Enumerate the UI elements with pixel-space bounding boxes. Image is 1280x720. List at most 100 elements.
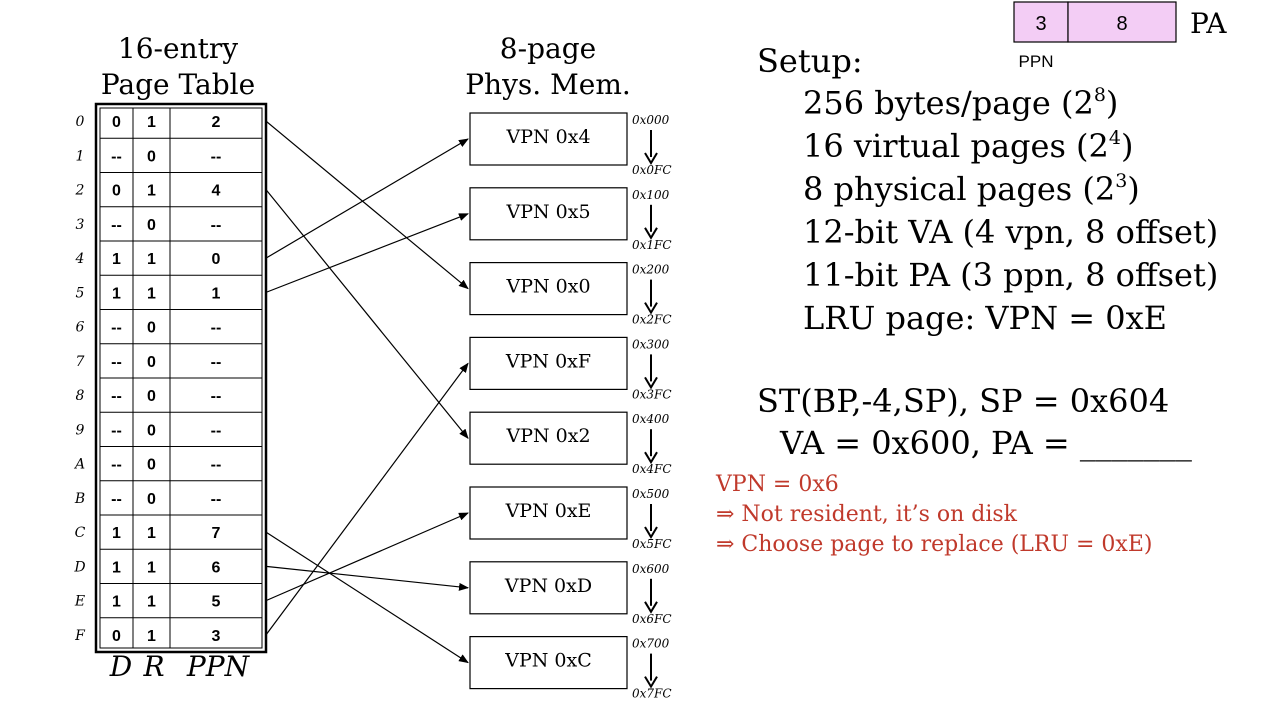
page-table-dirty-bit: 0 [112, 628, 121, 645]
page-table-row-index: 5 [76, 285, 85, 301]
page-table-ppn: -- [211, 491, 222, 508]
note-line: ⇒ Not resident, it’s on disk [716, 502, 1018, 527]
physical-page-end-address: 0x1FC [632, 238, 672, 252]
page-table-dirty-bit: 1 [112, 251, 121, 268]
page-table-dirty-bit: -- [111, 148, 122, 165]
page-table-resident-bit: 0 [147, 491, 156, 508]
page-table-resident-bit: 0 [147, 320, 156, 337]
physical-page-end-address: 0x6FC [632, 612, 672, 626]
page-table-dirty-bit: -- [111, 422, 122, 439]
mapping-arrow [265, 213, 469, 293]
physical-page-box [469, 262, 628, 316]
pa-offset-value: 8 [1116, 13, 1127, 35]
page-table-dirty-bit: -- [111, 457, 122, 474]
page-table-dirty-bit: -- [111, 320, 122, 337]
page-table-ppn: -- [211, 217, 222, 234]
column-d-label: D [109, 650, 132, 683]
notes: VPN = 0x6⇒ Not resident, it’s on disk⇒ C… [715, 472, 1152, 557]
address-range-arrowhead [644, 376, 658, 390]
question-addresses: VA = 0x600, PA = _______ [779, 424, 1192, 462]
physical-page-start-address: 0x700 [632, 637, 670, 651]
physical-page-label: VPN 0x5 [505, 201, 590, 223]
page-table-resident-bit: 0 [147, 457, 156, 474]
page-table-row-index: 2 [75, 183, 85, 199]
question-va-pa: VA = 0x600, PA = [779, 424, 1080, 462]
page-table-resident-bit: 1 [147, 594, 156, 611]
physical-page-start-address: 0x200 [632, 263, 670, 277]
page-table-resident-bit: 0 [147, 388, 156, 405]
page-table-ppn: -- [211, 457, 222, 474]
page-table-dirty-bit: -- [111, 491, 122, 508]
physical-page-end-address: 0x7FC [632, 687, 672, 701]
physical-page-label: VPN 0xC [504, 650, 592, 672]
physical-page-start-address: 0x400 [632, 412, 670, 426]
physical-page-label: VPN 0x2 [505, 425, 590, 447]
page-table-ppn: 5 [212, 594, 221, 611]
physical-page-end-address: 0x5FC [632, 537, 672, 551]
address-range-arrowhead [644, 601, 658, 614]
page-table-resident-bit: 0 [147, 217, 156, 234]
mapping-arrow [265, 120, 469, 290]
page-table-row-index: D [73, 559, 85, 575]
question-instruction: ST(BP,-4,SP), SP = 0x604 [757, 382, 1169, 420]
page-table-ppn: -- [211, 422, 222, 439]
physical-page-end-address: 0x2FC [632, 313, 672, 327]
physical-page-start-address: 0x300 [632, 337, 670, 351]
page-table-row-index: C [75, 525, 86, 541]
page-table-ppn: 4 [212, 183, 221, 200]
page-table-ppn: -- [211, 148, 222, 165]
page-table-dirty-bit: -- [111, 217, 122, 234]
setup-line: 8 physical pages (23) [803, 170, 1140, 208]
physical-page-start-address: 0x000 [632, 113, 670, 127]
mapping-arrow [265, 138, 469, 259]
physical-page-end-address: 0x0FC [632, 163, 672, 177]
page-table-ppn: 3 [212, 628, 221, 645]
pa-ppn-value: 3 [1035, 13, 1046, 35]
column-r-label: R [142, 650, 164, 683]
setup-line: LRU page: VPN = 0xE [803, 299, 1167, 337]
page-table-dirty-bit: 1 [112, 525, 121, 542]
page-table-ppn: -- [211, 388, 222, 405]
page-table-dirty-bit: -- [111, 388, 122, 405]
setup-heading: Setup: [757, 42, 863, 80]
phys-mem-title-2: Phys. Mem. [465, 68, 631, 101]
mapping-arrow [265, 512, 469, 602]
address-range-arrowhead [644, 302, 658, 315]
setup-list: 256 bytes/page (28)16 virtual pages (24)… [803, 84, 1218, 337]
address-range-arrowhead [644, 676, 658, 689]
pa-offset-cell [1067, 1, 1177, 43]
page-table-resident-bit: 0 [147, 354, 156, 371]
mapping-arrows [265, 120, 469, 664]
page-table-resident-bit: 1 [147, 251, 156, 268]
address-range-arrowhead [644, 152, 658, 165]
page-table-dirty-bit: 0 [112, 183, 121, 200]
page-table-dirty-bit: 1 [112, 594, 121, 611]
pa-label: PA [1190, 7, 1227, 40]
page-table-title-2: Page Table [101, 68, 255, 101]
physical-page-box [469, 486, 628, 540]
address-range-arrowhead [644, 451, 658, 465]
mapping-arrow [265, 362, 469, 636]
page-table-resident-bit: 1 [147, 525, 156, 542]
page-table-ppn: 0 [212, 251, 221, 268]
page-table-row-index: 3 [76, 217, 85, 233]
page-table-row-index: A [73, 457, 85, 473]
phys-mem-title-1: 8-page [500, 32, 596, 65]
physical-page-box [469, 561, 628, 615]
page-table-resident-bit: 1 [147, 628, 156, 645]
address-range-arrowhead [644, 526, 658, 539]
page-table-resident-bit: 1 [147, 559, 156, 576]
page-table-resident-bit: 0 [147, 422, 156, 439]
page-table-ppn: -- [211, 320, 222, 337]
page-table-row-index: 0 [76, 114, 85, 130]
note-line: ⇒ Choose page to replace (LRU = 0xE) [716, 532, 1152, 557]
page-table-dirty-bit: 1 [112, 285, 121, 302]
physical-page-box [469, 187, 628, 241]
page-table-row-index: F [74, 628, 86, 644]
page-table-ppn: 6 [212, 559, 221, 576]
pa-box: 3 8 PA PPN [1013, 1, 1227, 71]
